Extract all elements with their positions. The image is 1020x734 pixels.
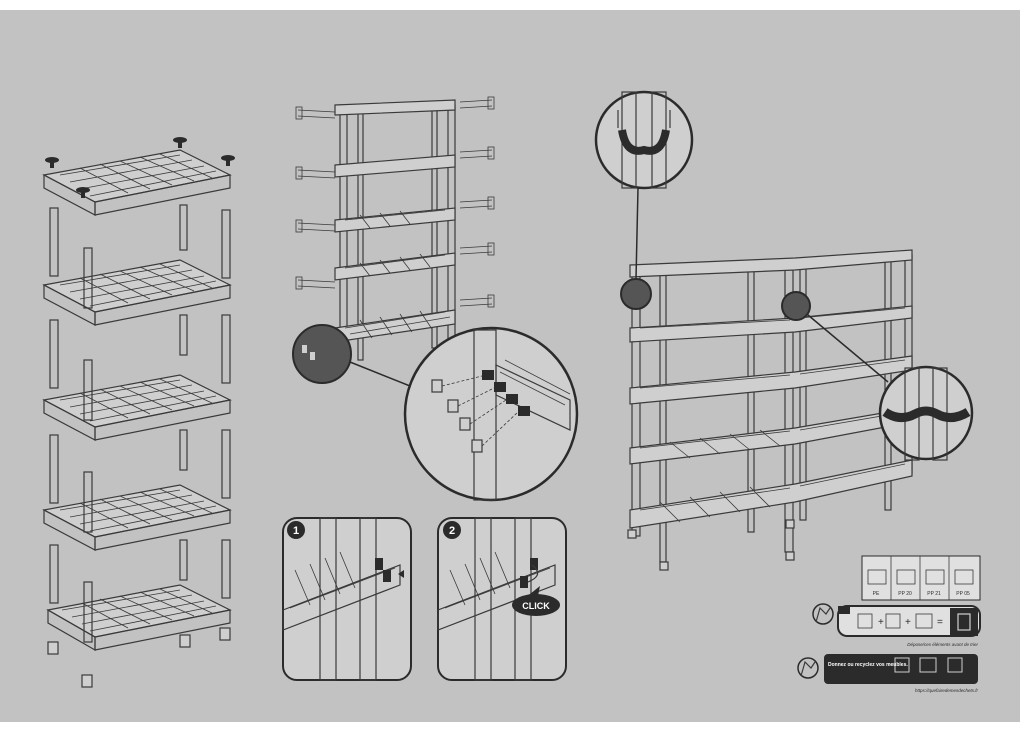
detail-magnifier-large xyxy=(403,326,579,502)
exploded-shelf-view xyxy=(42,137,235,688)
instruction-sheet: 1 2 CLICK xyxy=(0,10,1020,722)
wall-brackets xyxy=(295,96,495,308)
joint-marker-left xyxy=(620,278,652,310)
material-code-1: PE xyxy=(873,591,880,597)
material-code-4: PP 05 xyxy=(956,591,970,597)
caps-and-feet xyxy=(45,137,235,688)
shelf-1 xyxy=(42,149,232,216)
shelf-4 xyxy=(42,484,232,551)
assembly-diagram: 1 2 CLICK xyxy=(42,90,981,693)
donate-text: Donnez ou recyclez vos meubles. xyxy=(828,662,908,668)
step-2-panel: 2 CLICK xyxy=(437,517,567,681)
step-1-panel: 1 xyxy=(282,517,412,681)
sort-note: Dépose/ces éléments avant de trier xyxy=(907,642,978,647)
material-code-3: PP 21 xyxy=(927,591,941,597)
step-2-number: 2 xyxy=(449,525,455,537)
post-columns xyxy=(49,204,231,643)
sort-row: + + = Dépose/ces éléments avant de trier xyxy=(812,603,981,647)
connector-detail-top xyxy=(594,90,694,190)
shelf-3 xyxy=(42,374,232,441)
recycling-info: PE PP 20 PP 21 PP 05 + + = Dépose/ces él… xyxy=(797,555,981,693)
joint-marker-center xyxy=(781,291,811,321)
joined-shelf-units xyxy=(594,90,974,571)
recycling-url: https://quefairedemesdechets.fr xyxy=(915,688,979,693)
material-codes: PE PP 20 PP 21 PP 05 xyxy=(861,555,981,601)
click-callout xyxy=(512,594,560,616)
material-code-2: PP 20 xyxy=(898,591,912,597)
right-shelves xyxy=(629,249,913,529)
shelf-5 xyxy=(46,584,232,652)
middle-shelves xyxy=(334,99,456,343)
svg-text:+: + xyxy=(905,617,911,628)
svg-text:=: = xyxy=(937,617,943,628)
detail-magnifier-small xyxy=(292,324,416,389)
svg-text:+: + xyxy=(878,617,884,628)
shelf-2 xyxy=(42,259,232,326)
donate-row: Donnez ou recyclez vos meubles. https://… xyxy=(797,654,979,693)
step-1-number: 1 xyxy=(293,525,299,537)
shelf-unit-wall-bracket-view xyxy=(292,96,579,502)
connector-detail-right xyxy=(878,365,974,461)
click-callout-text: CLICK xyxy=(522,601,550,611)
